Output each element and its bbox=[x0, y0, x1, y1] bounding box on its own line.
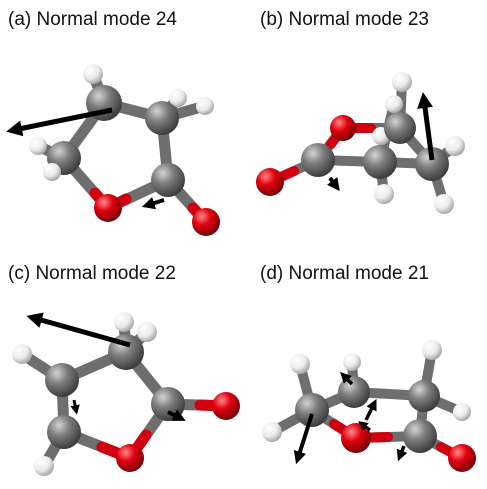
molecule-c-oxygen-carbonyl bbox=[212, 392, 240, 420]
panel-c-label: (c) bbox=[8, 263, 31, 284]
molecule-d-carbon-4 bbox=[403, 419, 437, 453]
molecule-b-carbon-3 bbox=[363, 145, 397, 179]
molecule-c-carbon-2 bbox=[45, 363, 79, 397]
molecule-a-arrow-1 bbox=[6, 107, 113, 137]
molecule-a-carbon-4 bbox=[151, 163, 185, 197]
panel-b-title: (b) Normal mode 23 bbox=[260, 9, 429, 31]
molecule-a-hydrogen-2 bbox=[169, 89, 187, 107]
molecule-d-hydrogen-4 bbox=[453, 403, 471, 421]
panel-a-title: (a) Normal mode 24 bbox=[8, 9, 177, 31]
panel-a-label: (a) bbox=[8, 9, 32, 30]
panel-b-mode: Normal mode 23 bbox=[288, 9, 429, 30]
molecule-c-hydrogen-4 bbox=[34, 456, 54, 476]
panel-c-title: (c) Normal mode 22 bbox=[8, 263, 176, 285]
molecule-b-hydrogen-5 bbox=[374, 184, 394, 204]
molecule-b-arrow-1 bbox=[417, 92, 435, 161]
molecule-d-arrow-5 bbox=[358, 421, 371, 432]
molecule-b-hydrogen-2 bbox=[385, 95, 403, 113]
molecule-d-arrow-1 bbox=[293, 413, 314, 465]
molecule-d-carbon-1 bbox=[338, 376, 370, 408]
molecule-c-hydrogen-3 bbox=[12, 344, 32, 364]
panel-d-title: (d) Normal mode 21 bbox=[260, 263, 429, 285]
panel-d-label: (d) bbox=[260, 263, 284, 284]
molecule-d-hydrogen-5 bbox=[262, 422, 282, 442]
molecule-a bbox=[6, 64, 220, 236]
molecule-c-oxygen-ring bbox=[116, 444, 144, 472]
molecule-a-arrow-2 bbox=[141, 196, 165, 210]
panel-b-label: (b) bbox=[260, 9, 284, 30]
molecule-b-oxygen-ring bbox=[330, 115, 356, 141]
molecule-b-arrow-2 bbox=[327, 176, 340, 192]
panel-d-mode: Normal mode 21 bbox=[288, 263, 429, 284]
molecule-b-carbon-4 bbox=[415, 147, 449, 181]
molecule-b-oxygen-carbonyl bbox=[256, 168, 284, 196]
panel-a-mode: Normal mode 24 bbox=[36, 9, 177, 30]
molecule-c-arrow-3 bbox=[70, 399, 80, 415]
molecule-d-oxygen-carbonyl bbox=[448, 444, 476, 472]
molecule-c-carbon-4 bbox=[47, 415, 81, 449]
molecule-d-hydrogen-1 bbox=[290, 354, 310, 374]
molecule-d-hydrogen-2 bbox=[343, 353, 361, 371]
molecule-a-hydrogen-4 bbox=[29, 137, 47, 155]
molecule-a-oxygen-carbonyl bbox=[192, 208, 220, 236]
molecule-a-carbon-2 bbox=[145, 101, 179, 135]
molecule-a-hydrogen-3 bbox=[196, 97, 214, 115]
molecule-d-arrow-4 bbox=[396, 445, 408, 462]
molecule-b-carbon-2 bbox=[301, 143, 335, 177]
molecule-d-carbon-2 bbox=[408, 380, 440, 412]
molecule-d-arrow-2 bbox=[364, 398, 377, 421]
molecule-c-arrow-1 bbox=[26, 312, 131, 348]
molecule-c bbox=[12, 312, 240, 476]
panel-c-mode: Normal mode 22 bbox=[35, 263, 176, 284]
molecule-b-hydrogen-1 bbox=[392, 72, 412, 92]
molecule-d bbox=[262, 340, 476, 472]
molecule-a-oxygen-ring bbox=[94, 194, 122, 222]
molecule-d-carbon-3 bbox=[295, 393, 329, 427]
molecule-b-hydrogen-6 bbox=[434, 194, 454, 214]
molecule-c-arrow-2 bbox=[167, 409, 186, 421]
molecule-b-hydrogen-4 bbox=[445, 136, 465, 156]
molecule-d-hydrogen-3 bbox=[422, 340, 442, 360]
molecule-a-hydrogen-1 bbox=[83, 64, 103, 84]
molecule-c-hydrogen-2 bbox=[137, 322, 157, 342]
molecule-b-carbon-1 bbox=[384, 112, 416, 144]
molecule-a-hydrogen-5 bbox=[43, 163, 61, 181]
molecule-b bbox=[256, 72, 465, 214]
molecule-c-hydrogen-1 bbox=[114, 312, 134, 332]
molecule-d-arrow-3 bbox=[340, 372, 354, 386]
